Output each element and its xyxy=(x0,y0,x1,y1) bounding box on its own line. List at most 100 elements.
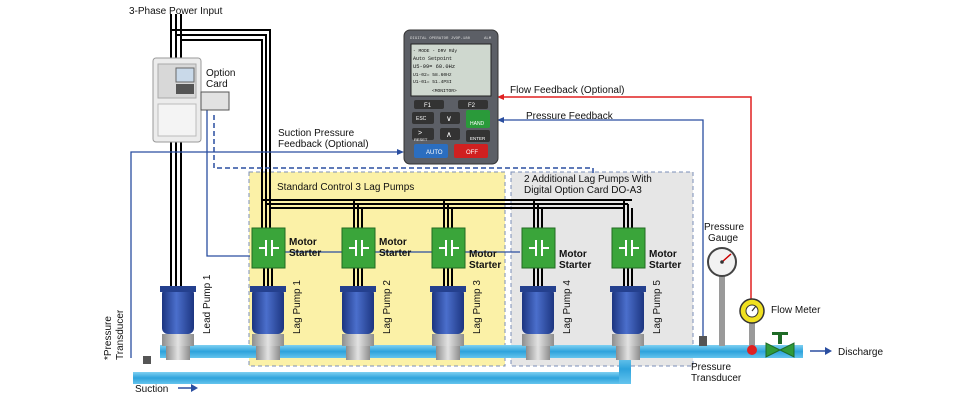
motor-starter-1: Motor Starter xyxy=(251,227,321,269)
flow-feedback-label: Flow Feedback (Optional) xyxy=(510,85,625,96)
auto-key[interactable] xyxy=(414,144,448,158)
motor-starter-4: Motor Starter xyxy=(521,227,591,271)
motor-starter-4-label-b: Starter xyxy=(559,260,591,271)
pressure-transducer-left-label-b: Transducer xyxy=(115,309,126,360)
pressure-transducer-left xyxy=(143,356,151,364)
esc-key[interactable] xyxy=(412,112,434,124)
pressure-gauge-label-a: Pressure xyxy=(704,222,744,233)
pump-lead-1: Lead Pump 1 xyxy=(160,274,213,360)
pump-lag-5: Lag Pump 5 xyxy=(610,280,663,360)
suction-feedback-arrow xyxy=(397,149,404,155)
off-key-label: OFF xyxy=(466,150,478,156)
enter-key[interactable] xyxy=(466,130,490,142)
keypad-header-left: DIGITAL OPERATOR JVOP-180 xyxy=(410,37,471,41)
motor-starters: Motor Starter Motor Starter Motor Starte… xyxy=(251,227,681,271)
keypad-lcd-screen xyxy=(410,43,492,97)
pumps: Lead Pump 1 Lag Pump 1 Lag Pump 2 Lag Pu… xyxy=(160,274,663,360)
pump-label-5: Lag Pump 4 xyxy=(562,280,573,334)
motor-starter-3-label-a: Motor xyxy=(469,249,497,260)
pressure-transducer-right xyxy=(699,336,707,346)
motor-starter-2: Motor Starter xyxy=(341,227,411,269)
pump-label-3: Lag Pump 2 xyxy=(382,280,393,334)
off-key[interactable] xyxy=(454,144,488,158)
keypad-header-right: ALM xyxy=(484,37,492,41)
discharge-arrow xyxy=(810,347,832,355)
motor-starter-5-label-a: Motor xyxy=(649,249,677,260)
motor-starter-1-label-b: Starter xyxy=(289,248,321,259)
motor-starter-1-label-a: Motor xyxy=(289,237,317,248)
lcd-line-3: U5-99= 60.0Hz xyxy=(413,64,455,70)
suction-label: Suction xyxy=(135,384,168,395)
f2-key-label: F2 xyxy=(468,103,476,109)
option-card xyxy=(200,91,230,111)
motor-starter-5-label-b: Starter xyxy=(649,260,681,271)
pump-label-6: Lag Pump 5 xyxy=(652,280,663,334)
discharge-valve xyxy=(765,332,795,358)
lcd-line-5: U1-01= 51.4PSI xyxy=(413,79,452,85)
right-arrow-icon: > xyxy=(418,130,422,137)
option-card-label-a: Option xyxy=(206,68,235,79)
pump-label-1: Lead Pump 1 xyxy=(202,274,213,334)
control-signal-lines xyxy=(130,110,704,358)
pressure-transducer-right-label-a: Pressure xyxy=(691,362,731,373)
standard-control-zone xyxy=(248,171,506,367)
pressure-transducer-left-label-a: *Pressure xyxy=(103,316,114,360)
motor-starter-4-label-a: Motor xyxy=(559,249,587,260)
motor-starter-2-label-b: Starter xyxy=(379,248,411,259)
pressure-feedback-arrow xyxy=(497,117,504,123)
additional-pumps-label-b: Digital Option Card DO-A3 xyxy=(524,185,642,196)
starter-to-pump-lines xyxy=(263,268,633,286)
option-card-label-b: Card xyxy=(206,79,228,90)
vfd-drive xyxy=(152,57,202,143)
up-key[interactable] xyxy=(440,112,460,124)
flow-feedback-line xyxy=(500,96,752,345)
option-card-dashed-line xyxy=(213,115,594,176)
down-arrow-icon: ∧ xyxy=(446,130,452,139)
pressure-gauge xyxy=(707,247,737,346)
down-key[interactable] xyxy=(440,128,460,140)
pump-lag-1: Lag Pump 1 xyxy=(250,280,303,360)
auto-key-label: AUTO xyxy=(426,150,443,156)
lcd-line-4: U1-02= 58.60Hz xyxy=(413,72,452,78)
pump-label-4: Lag Pump 3 xyxy=(472,280,483,334)
motor-starter-3: Motor Starter xyxy=(431,227,501,271)
water-pipes xyxy=(133,345,803,384)
additional-pumps-label-a: 2 Additional Lag Pumps With xyxy=(524,174,652,185)
flow-meter-label: Flow Meter xyxy=(771,305,821,316)
up-arrow-icon: ∨ xyxy=(446,114,452,123)
pump-lag-4: Lag Pump 4 xyxy=(520,280,573,360)
hand-key[interactable] xyxy=(466,110,490,128)
reset-key-label: RESET xyxy=(414,137,428,142)
suction-pressure-feedback-label-b: Feedback (Optional) xyxy=(278,139,369,150)
pressure-gauge-label-b: Gauge xyxy=(708,233,738,244)
flow-meter xyxy=(739,298,765,355)
motor-starter-5: Motor Starter xyxy=(611,227,681,271)
lcd-line-6: <MONITOR> xyxy=(432,88,457,94)
pump-lag-2: Lag Pump 2 xyxy=(340,280,393,360)
motor-starter-3-label-b: Starter xyxy=(469,260,501,271)
lcd-line-1: - MODE - DRV Rdy xyxy=(413,48,457,54)
pressure-transducer-right-label-b: Transducer xyxy=(691,373,742,384)
suction-arrow xyxy=(178,384,198,392)
flow-feedback-arrow xyxy=(497,94,504,100)
pump-label-2: Lag Pump 1 xyxy=(292,280,303,334)
suction-pressure-feedback-label-a: Suction Pressure xyxy=(278,128,355,139)
standard-control-label: Standard Control 3 Lag Pumps xyxy=(277,182,414,193)
pressure-feedback-label: Pressure Feedback xyxy=(526,111,614,122)
enter-key-label: ENTER xyxy=(470,136,486,141)
f2-key[interactable] xyxy=(458,100,488,109)
f1-key-label: F1 xyxy=(424,103,432,109)
power-input-label: 3-Phase Power Input xyxy=(129,6,223,17)
digital-operator-keypad: DIGITAL OPERATOR JVOP-180 ALM - MODE - D… xyxy=(403,29,499,165)
reset-key[interactable] xyxy=(412,128,434,140)
motor-starter-2-label-a: Motor xyxy=(379,237,407,248)
lcd-line-2: Auto Setpoint xyxy=(413,56,452,62)
esc-key-label: ESC xyxy=(416,116,427,122)
starter-power-bus xyxy=(262,199,633,228)
pump-lag-3: Lag Pump 3 xyxy=(430,280,483,360)
f1-key[interactable] xyxy=(414,100,444,109)
hand-key-label: HAND xyxy=(470,121,485,127)
discharge-label: Discharge xyxy=(838,347,883,358)
